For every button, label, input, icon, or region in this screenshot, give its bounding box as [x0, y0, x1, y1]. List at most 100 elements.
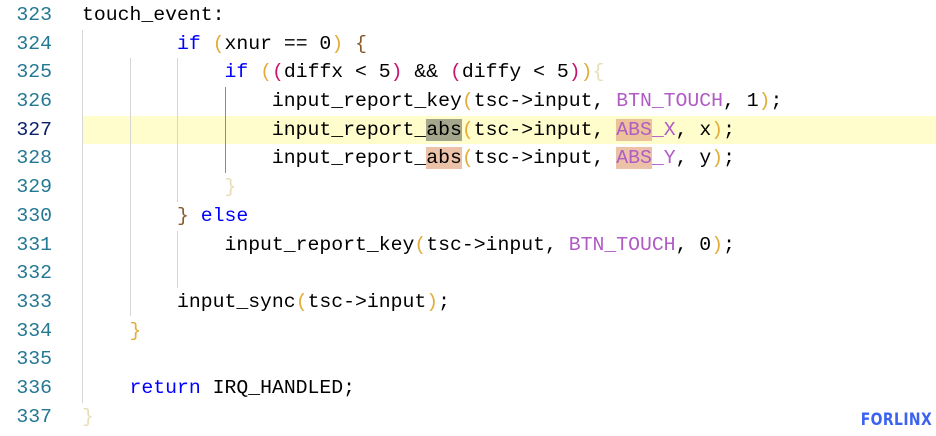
code-token: tsc->input,: [473, 147, 617, 170]
code-token: tsc->input,: [473, 118, 617, 141]
code-token: ;: [723, 147, 735, 170]
indent-guide: [130, 58, 131, 317]
code-token: tsc->input: [307, 290, 427, 313]
code-token: if: [224, 61, 249, 84]
code-token: BTN_TOUCH: [616, 90, 724, 113]
line-number: 325: [16, 61, 52, 84]
code-line[interactable]: 324 if (xnur == 0) {: [0, 30, 936, 59]
code-line[interactable]: 331 input_report_key(tsc->input, BTN_TOU…: [0, 231, 936, 260]
line-number: 336: [16, 376, 52, 399]
code-token: abs: [426, 118, 462, 141]
code-token: (: [260, 61, 272, 84]
code-token: BTN_TOUCH: [568, 233, 676, 256]
line-number: 334: [16, 319, 52, 342]
code-token: input_report_: [82, 118, 427, 141]
code-token: , 1: [723, 90, 759, 113]
code-token: }: [224, 176, 237, 199]
line-code[interactable]: }: [82, 403, 936, 432]
line-code[interactable]: input_report_abs(tsc->input, ABS_Y, y);: [82, 144, 936, 173]
code-token: [82, 377, 129, 399]
line-code[interactable]: [82, 259, 936, 288]
code-line[interactable]: 336 return IRQ_HANDLED;: [0, 374, 936, 403]
code-token: ;: [723, 233, 735, 256]
indent-guide: [82, 29, 83, 403]
line-number: 333: [16, 290, 52, 313]
active-indent-guide: [225, 87, 226, 174]
line-code[interactable]: if ((diffx < 5) && (diffy < 5)){: [82, 58, 936, 87]
code-token: ): [390, 61, 403, 84]
line-number: 326: [16, 90, 52, 113]
code-line[interactable]: 334 }: [0, 317, 936, 346]
line-number: 323: [16, 4, 52, 26]
code-line[interactable]: 325 if ((diffx < 5) && (diffy < 5)){: [0, 58, 936, 87]
code-token: [82, 33, 177, 55]
line-number: 332: [16, 262, 52, 285]
forlinx-logo: FORLINX: [860, 410, 932, 430]
code-line[interactable]: 323 touch_event:: [0, 1, 936, 30]
line-number: 337: [16, 405, 52, 428]
code-token: }: [129, 319, 142, 342]
code-line[interactable]: 333 input_sync(tsc->input);: [0, 288, 936, 317]
code-token: ): [758, 90, 771, 113]
code-token: [82, 320, 129, 342]
indent-guide: [177, 58, 178, 202]
line-code[interactable]: touch_event:: [82, 1, 936, 30]
code-token: , y: [675, 147, 712, 170]
code-line[interactable]: 332: [0, 259, 936, 288]
code-token: if: [176, 32, 201, 55]
line-code[interactable]: }: [82, 173, 936, 202]
current-code-line[interactable]: 327 input_report_abs(tsc->input, ABS_X, …: [0, 115, 936, 145]
code-token: abs: [426, 147, 462, 170]
code-token: ;: [438, 290, 451, 313]
code-token: (: [461, 90, 474, 113]
code-line[interactable]: 329 }: [0, 173, 936, 202]
code-token: ABS: [616, 147, 652, 170]
code-token: (: [450, 61, 462, 84]
code-token: , 0: [675, 233, 712, 256]
code-token: input_report_key: [82, 233, 415, 256]
code-token: IRQ_HANDLED;: [200, 376, 356, 399]
line-number: 329: [16, 176, 52, 199]
code-token: _Y: [651, 147, 676, 170]
code-line[interactable]: 330 } else: [0, 202, 936, 231]
line-code[interactable]: return IRQ_HANDLED;: [82, 374, 936, 403]
line-number: 331: [16, 233, 52, 256]
code-token: }: [82, 405, 94, 428]
code-token: , x: [675, 118, 712, 141]
code-line[interactable]: 326 input_report_key(tsc->input, BTN_TOU…: [0, 87, 936, 116]
line-number: 327: [16, 118, 52, 141]
code-token: {: [355, 32, 367, 55]
code-token: &&: [402, 61, 451, 84]
code-token: (: [461, 147, 474, 170]
code-token: (: [414, 233, 427, 256]
code-token: ): [580, 61, 593, 84]
code-token: ;: [770, 90, 783, 113]
line-code[interactable]: input_report_key(tsc->input, BTN_TOUCH, …: [82, 231, 936, 260]
code-token: tsc->input,: [473, 90, 617, 113]
line-number: 324: [16, 32, 52, 55]
code-token: ): [711, 147, 724, 170]
code-token: else: [200, 204, 249, 227]
code-token: [343, 33, 355, 55]
code-token: (: [271, 61, 284, 84]
code-token: }: [176, 204, 189, 227]
code-token: [82, 61, 224, 83]
code-token: [82, 176, 224, 198]
code-token: ): [711, 118, 724, 141]
line-number: 335: [16, 348, 52, 371]
line-code[interactable]: input_report_abs(tsc->input, ABS_X, x);: [82, 115, 936, 145]
code-line[interactable]: 335: [0, 345, 936, 374]
line-code[interactable]: if (xnur == 0) {: [82, 30, 936, 59]
line-code[interactable]: input_sync(tsc->input);: [82, 288, 936, 317]
code-token: {: [592, 61, 605, 84]
code-line[interactable]: 328 input_report_abs(tsc->input, ABS_Y, …: [0, 144, 936, 173]
code-line[interactable]: 337}: [0, 403, 936, 432]
line-code[interactable]: input_report_key(tsc->input, BTN_TOUCH, …: [82, 87, 936, 116]
code-token: return: [129, 376, 201, 399]
line-code[interactable]: } else: [82, 202, 936, 231]
code-token: ): [331, 32, 344, 55]
line-code[interactable]: }: [82, 317, 936, 346]
code-token: (: [461, 118, 474, 141]
line-code[interactable]: [82, 345, 936, 374]
